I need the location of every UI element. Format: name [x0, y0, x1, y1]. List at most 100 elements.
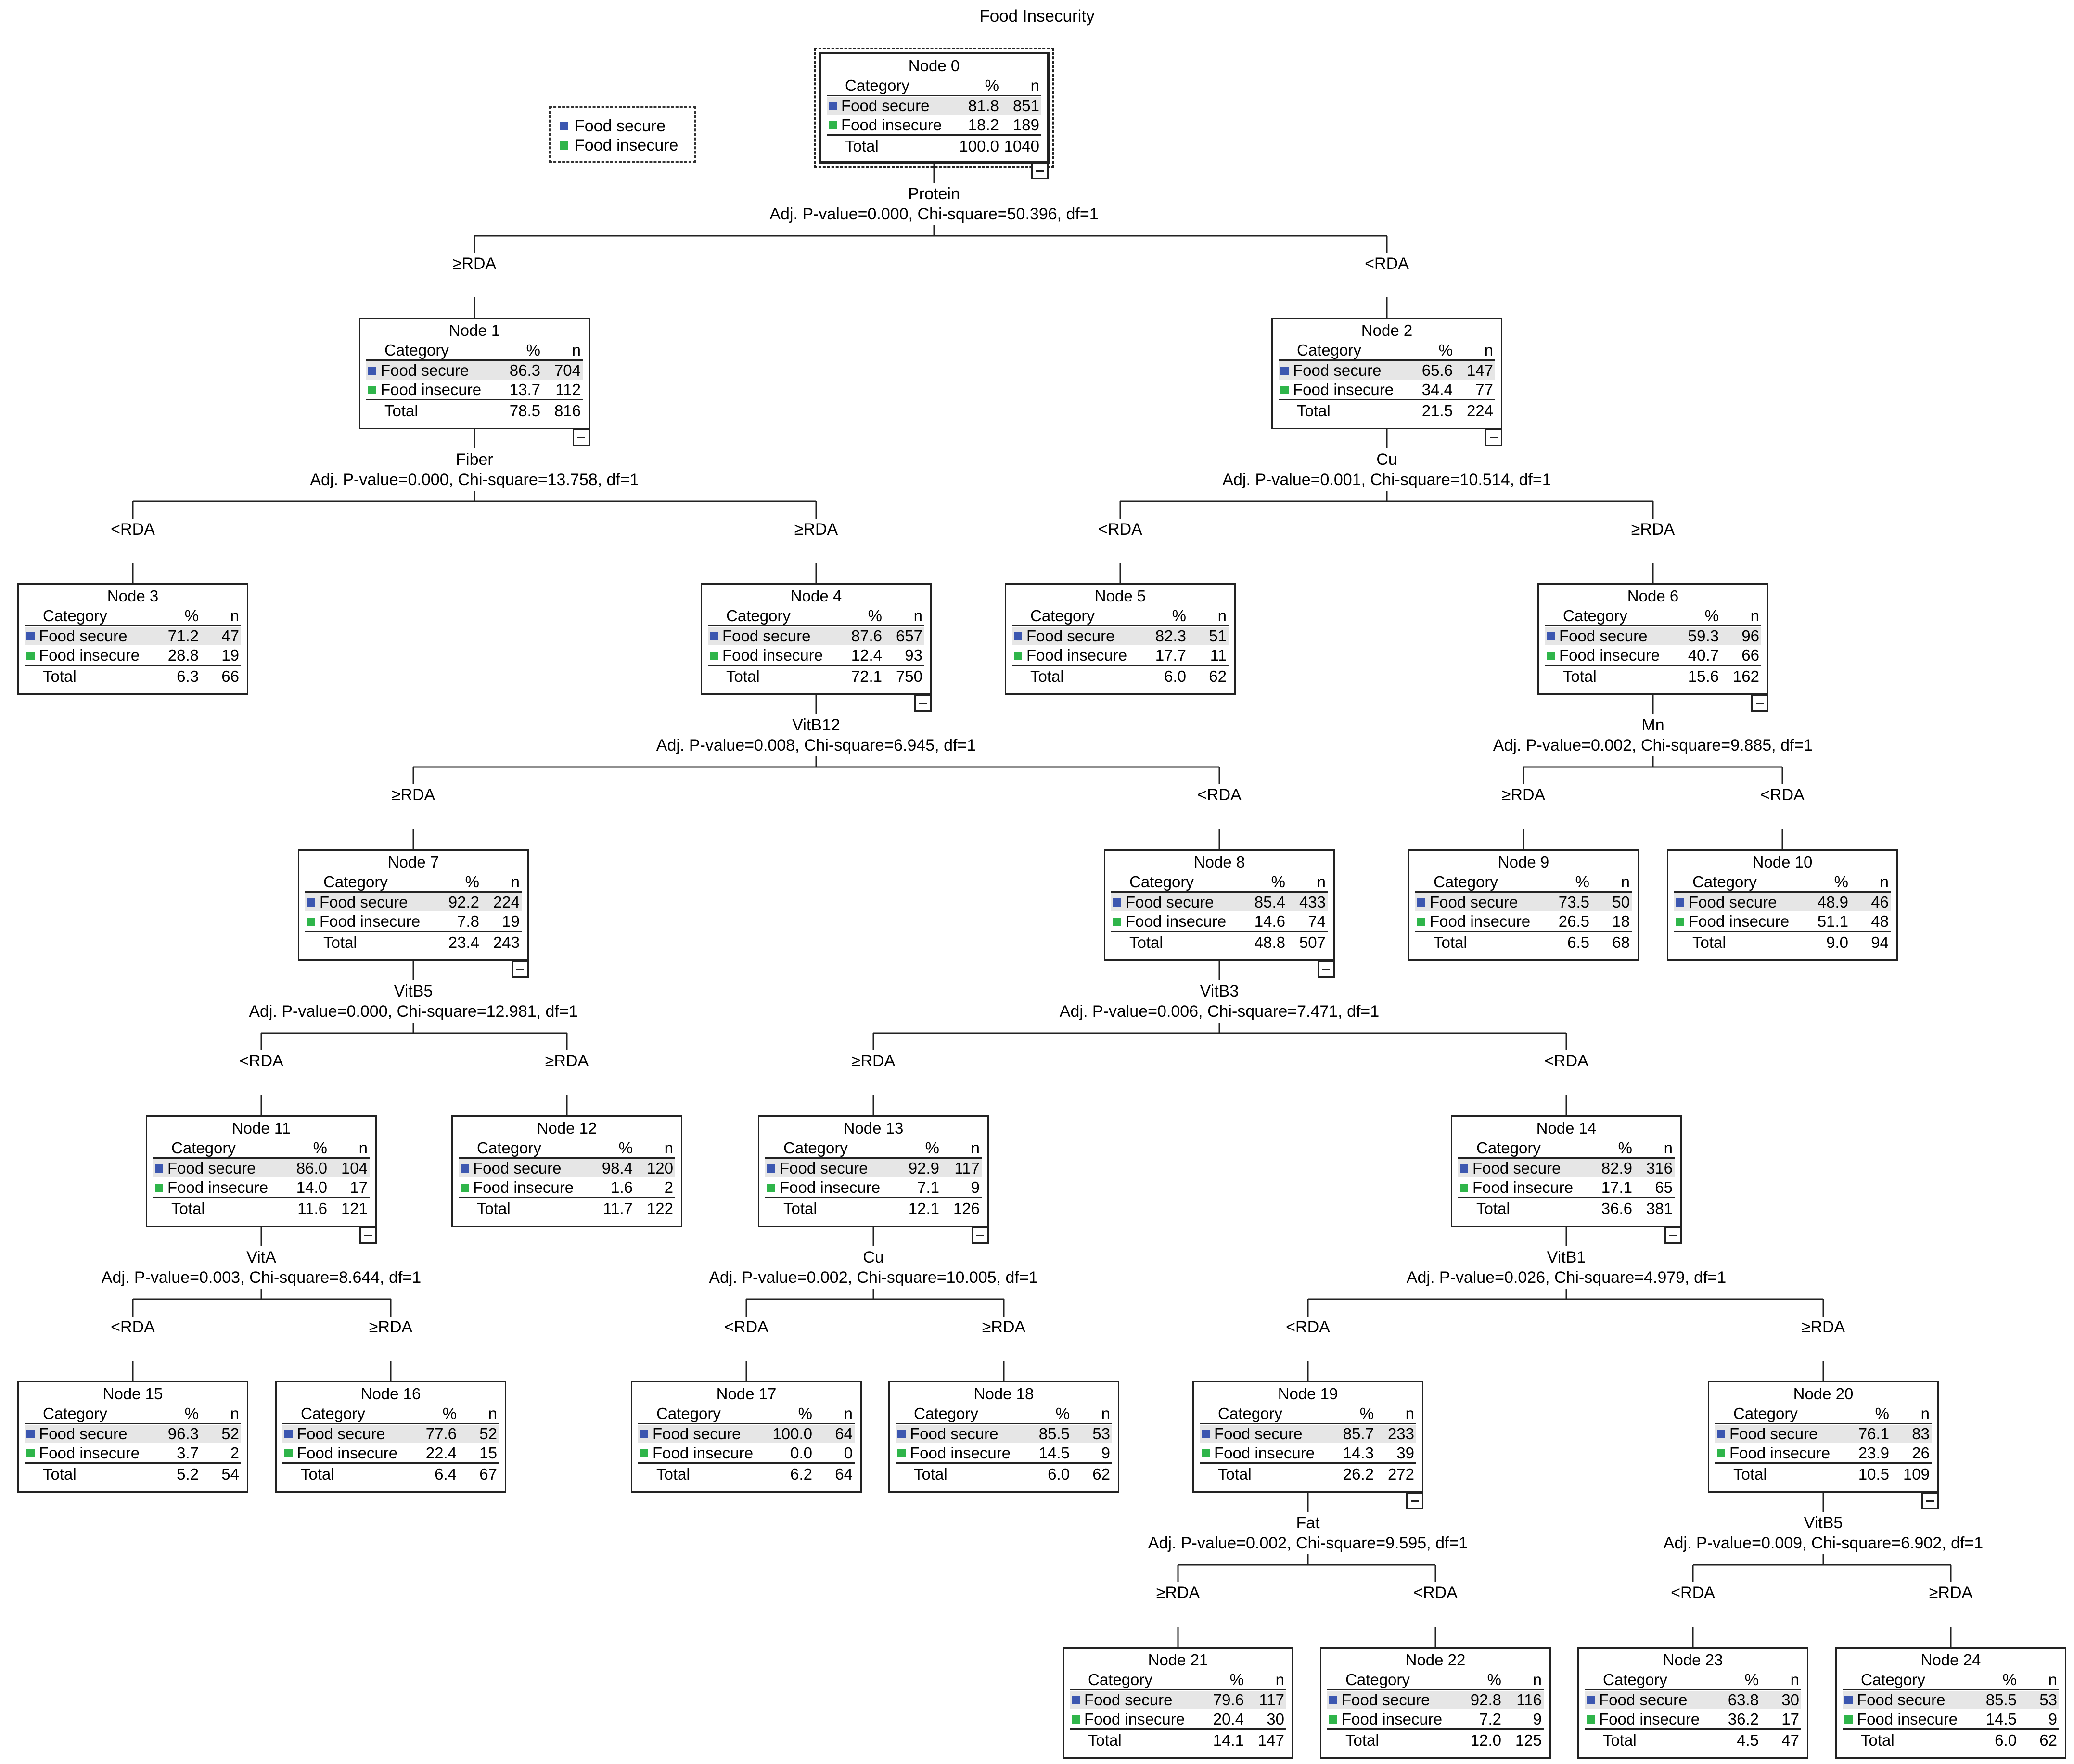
- split-variable: Fiber: [456, 450, 493, 469]
- split-variable: Fat: [1296, 1514, 1320, 1532]
- header-category: Category: [1434, 873, 1498, 891]
- row-label: Food insecure: [167, 1178, 269, 1196]
- node-table-header: Category%n: [25, 1405, 241, 1424]
- split-statistics: Adj. P-value=0.000, Chi-square=12.981, d…: [249, 1002, 578, 1021]
- insecure-count: 2: [664, 1178, 673, 1196]
- secure-count: 104: [341, 1159, 368, 1177]
- node-table-header: Category%n: [1715, 1405, 1932, 1424]
- node-id: Node 11: [231, 1119, 291, 1137]
- node-table-header: Category%n: [282, 1405, 499, 1424]
- node-id: Node 4: [790, 587, 842, 605]
- collapse-toggle-icon[interactable]: [1318, 960, 1335, 978]
- header-n: n: [971, 1139, 980, 1157]
- secure-percent: 87.6: [851, 627, 882, 645]
- total-percent: 78.5: [509, 402, 540, 420]
- total-count: 147: [1257, 1731, 1284, 1749]
- total-percent: 36.6: [1601, 1200, 1632, 1217]
- row-label: Total: [1129, 933, 1163, 951]
- collapse-toggle-icon[interactable]: [1751, 694, 1768, 712]
- node-id: Node 23: [1663, 1651, 1723, 1669]
- insecure-percent: 12.4: [851, 646, 882, 664]
- secure-count: 116: [1516, 1691, 1542, 1709]
- header-n: n: [358, 1139, 368, 1157]
- insecure-percent: 22.4: [425, 1444, 457, 1462]
- insecure-percent: 20.4: [1213, 1710, 1244, 1728]
- insecure-swatch-icon: [1072, 1715, 1080, 1724]
- header-n: n: [230, 1405, 239, 1422]
- total-percent: 6.0: [1995, 1731, 2017, 1749]
- total-count: 162: [1732, 667, 1759, 685]
- total-percent: 11.7: [603, 1200, 633, 1217]
- header-n: n: [572, 341, 581, 359]
- collapse-toggle-icon[interactable]: [573, 429, 590, 446]
- collapse-toggle-icon[interactable]: [512, 960, 529, 978]
- collapse-toggle-icon[interactable]: [914, 694, 932, 712]
- total-percent: 6.0: [1048, 1465, 1070, 1483]
- header-percent: %: [1704, 607, 1719, 625]
- collapse-toggle-icon[interactable]: [359, 1227, 377, 1244]
- header-percent: %: [184, 1405, 199, 1422]
- secure-percent: 100.0: [772, 1425, 812, 1443]
- secure-percent: 85.4: [1254, 893, 1285, 911]
- split-variable: VitB5: [394, 982, 433, 1000]
- edge-label-6-9: ≥RDA: [1501, 786, 1546, 804]
- header-percent: %: [1359, 1405, 1374, 1422]
- insecure-swatch-icon: [1329, 1715, 1337, 1724]
- secure-swatch-icon: [155, 1164, 163, 1173]
- collapse-toggle-icon[interactable]: [972, 1227, 989, 1244]
- node-table-header: Category%n: [25, 607, 241, 626]
- split-statistics: Adj. P-value=0.002, Chi-square=9.885, df…: [1493, 736, 1813, 754]
- total-count: 94: [1871, 933, 1889, 951]
- total-percent: 6.4: [435, 1465, 457, 1483]
- total-percent: 6.0: [1164, 667, 1186, 685]
- header-percent: %: [1172, 607, 1186, 625]
- header-category: Category: [43, 607, 107, 625]
- collapse-toggle-icon[interactable]: [1664, 1227, 1682, 1244]
- secure-percent: 73.5: [1558, 893, 1589, 911]
- insecure-swatch-icon: [1460, 1184, 1468, 1192]
- collapse-toggle-icon[interactable]: [1406, 1492, 1423, 1509]
- row-label: Food insecure: [1126, 912, 1227, 930]
- edge-label-20-24: ≥RDA: [1929, 1584, 1973, 1602]
- collapse-toggle-icon[interactable]: [1031, 162, 1049, 179]
- row-label: Food secure: [1689, 893, 1777, 911]
- collapse-toggle-icon[interactable]: [1485, 429, 1502, 446]
- secure-swatch-icon: [1547, 632, 1555, 640]
- insecure-swatch-icon: [1113, 918, 1121, 926]
- row-label: Food insecure: [1559, 646, 1660, 664]
- total-count: 381: [1646, 1200, 1673, 1217]
- collapse-toggle-icon[interactable]: [1921, 1492, 1939, 1509]
- row-label: Total: [301, 1465, 334, 1483]
